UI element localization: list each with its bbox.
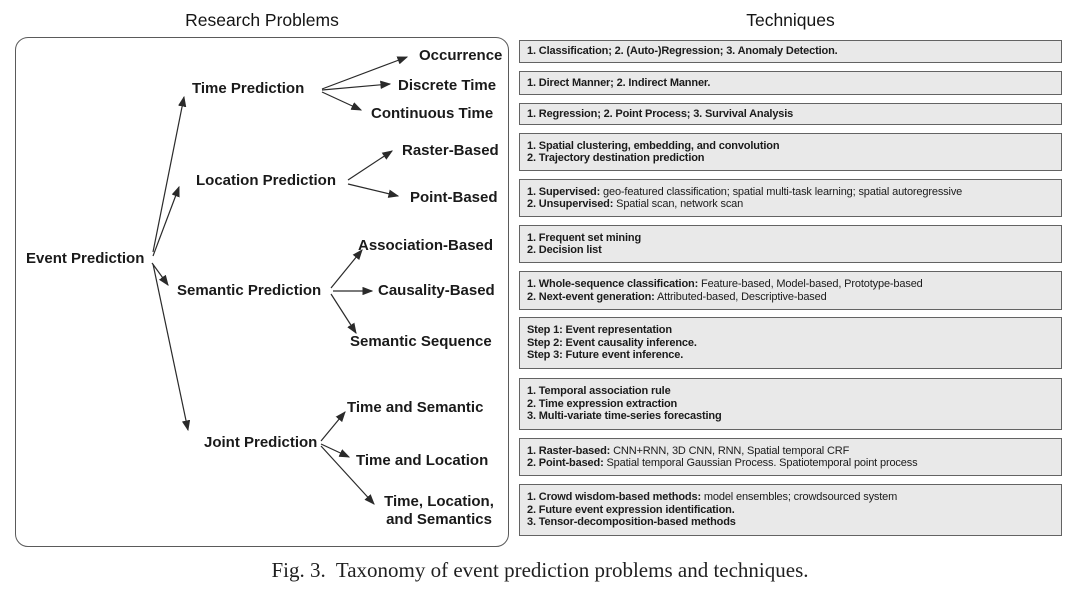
tree-node-continuous: Continuous Time (371, 105, 494, 122)
technique-line: 1. Classification; 2. (Auto-)Regression;… (527, 45, 1056, 57)
technique-text: Spatial temporal Gaussian Process. Spati… (603, 457, 918, 469)
tree-node-timeloc: Time and Location (356, 452, 489, 469)
figure-caption: Fig. 3. Taxonomy of event prediction pro… (271, 558, 809, 582)
tree-node-discrete: Discrete Time (398, 77, 497, 94)
tree-node-timelocsem: Time, Location, and Semantics (384, 493, 494, 528)
technique-line: 2. Next-event generation: Attributed-bas… (527, 291, 1056, 303)
technique-text: 1. Spatial clustering, embedding, and co… (527, 139, 780, 152)
tree-node-timesem: Time and Semantic (347, 399, 484, 416)
technique-text: 2. Trajectory destination prediction (527, 152, 705, 164)
technique-text: 2. Unsupervised: (527, 198, 614, 210)
tree-node-causality: Causality-Based (378, 282, 495, 299)
technique-text: Spatial scan, network scan (613, 198, 744, 210)
technique-line: Step 3: Future event inference. (527, 349, 1056, 361)
technique-box-continuous-time: 1. Regression; 2. Point Process; 3. Surv… (519, 103, 1062, 125)
technique-text: 1. Regression; 2. Point Process; 3. Surv… (527, 107, 794, 120)
technique-line: 1. Regression; 2. Point Process; 3. Surv… (527, 108, 1056, 120)
technique-text: 1. Supervised: (527, 185, 601, 198)
technique-text: model ensembles; crowdsourced system (700, 491, 898, 504)
technique-text: 2. Time expression extraction (527, 397, 678, 410)
technique-line: 2. Trajectory destination prediction (527, 152, 1056, 164)
research-problems-panel (15, 37, 509, 547)
technique-box-discrete-time: 1. Direct Manner; 2. Indirect Manner. (519, 71, 1062, 95)
technique-text: 3. Multi-variate time-series forecasting (527, 410, 722, 423)
tree-node-semseq: Semantic Sequence (350, 333, 492, 350)
tree-node-semantic: Semantic Prediction (177, 282, 322, 299)
technique-text: Step 2: Event causality inference. (527, 336, 697, 349)
technique-text: CNN+RNN, 3D CNN, RNN, Spatial temporal C… (610, 444, 850, 457)
technique-box-point-based: 1. Supervised: geo-featured classificati… (519, 179, 1062, 217)
tree-node-root: Event Prediction (26, 250, 145, 267)
tree-node-association: Association-Based (358, 237, 494, 254)
technique-text: 2. Point-based: (527, 457, 604, 469)
technique-line: 2. Decision list (527, 244, 1056, 256)
technique-text: 1. Direct Manner; 2. Indirect Manner. (527, 76, 711, 89)
technique-line: 1. Whole-sequence classification: Featur… (527, 278, 1056, 290)
technique-text: 2. Future event expression identificatio… (527, 503, 735, 516)
technique-line: 3. Multi-variate time-series forecasting (527, 410, 1056, 422)
technique-text: 1. Frequent set mining (527, 231, 642, 244)
technique-text: 3. Tensor-decomposition-based methods (527, 516, 736, 529)
technique-line: 1. Crowd wisdom-based methods: model ens… (527, 491, 1056, 503)
technique-line: 2. Future event expression identificatio… (527, 504, 1056, 516)
technique-line: 1. Direct Manner; 2. Indirect Manner. (527, 77, 1056, 89)
technique-line: 1. Spatial clustering, embedding, and co… (527, 140, 1056, 152)
technique-text: geo-featured classification; spatial mul… (600, 185, 963, 198)
technique-line: Step 2: Event causality inference. (527, 337, 1056, 349)
technique-line: 1. Raster-based: CNN+RNN, 3D CNN, RNN, S… (527, 445, 1056, 457)
technique-line: 1. Supervised: geo-featured classificati… (527, 186, 1056, 198)
technique-text: Step 3: Future event inference. (527, 349, 684, 362)
technique-text: 1. Crowd wisdom-based methods: (527, 491, 701, 504)
right-column-header: Techniques (746, 10, 835, 30)
technique-box-raster-based: 1. Spatial clustering, embedding, and co… (519, 133, 1062, 171)
technique-line: 3. Tensor-decomposition-based methods (527, 516, 1056, 528)
technique-text: 1. Whole-sequence classification: (527, 278, 699, 291)
tree-node-time: Time Prediction (192, 80, 305, 97)
technique-text: 1. Classification; 2. (Auto-)Regression;… (527, 45, 838, 58)
left-column-header: Research Problems (185, 10, 339, 30)
tree-node-occurrence: Occurrence (419, 47, 503, 64)
technique-box-occurrence: 1. Classification; 2. (Auto-)Regression;… (519, 40, 1062, 63)
technique-line: 2. Unsupervised: Spatial scan, network s… (527, 198, 1056, 210)
technique-line: 1. Frequent set mining (527, 232, 1056, 244)
technique-text: 1. Raster-based: (527, 444, 611, 457)
technique-box-time-location-semantics: 1. Crowd wisdom-based methods: model ens… (519, 484, 1062, 536)
technique-line: 1. Temporal association rule (527, 385, 1056, 397)
technique-text: 2. Decision list (527, 244, 602, 256)
tree-node-raster: Raster-Based (402, 142, 499, 159)
tree-node-joint: Joint Prediction (204, 434, 318, 451)
technique-line: 2. Point-based: Spatial temporal Gaussia… (527, 457, 1056, 469)
technique-text: 2. Next-event generation: (527, 290, 655, 303)
technique-text: Attributed-based, Descriptive-based (654, 290, 827, 303)
technique-box-time-and-location: 1. Raster-based: CNN+RNN, 3D CNN, RNN, S… (519, 438, 1062, 476)
tree-node-point: Point-Based (410, 189, 498, 206)
technique-text: Step 1: Event representation (527, 324, 672, 337)
technique-line: 2. Time expression extraction (527, 398, 1056, 410)
tree-node-location: Location Prediction (196, 172, 337, 189)
technique-text: 1. Temporal association rule (527, 385, 671, 398)
technique-box-causality-based: 1. Whole-sequence classification: Featur… (519, 271, 1062, 310)
technique-line: Step 1: Event representation (527, 324, 1056, 336)
technique-text: Feature-based, Model-based, Prototype-ba… (698, 278, 923, 291)
